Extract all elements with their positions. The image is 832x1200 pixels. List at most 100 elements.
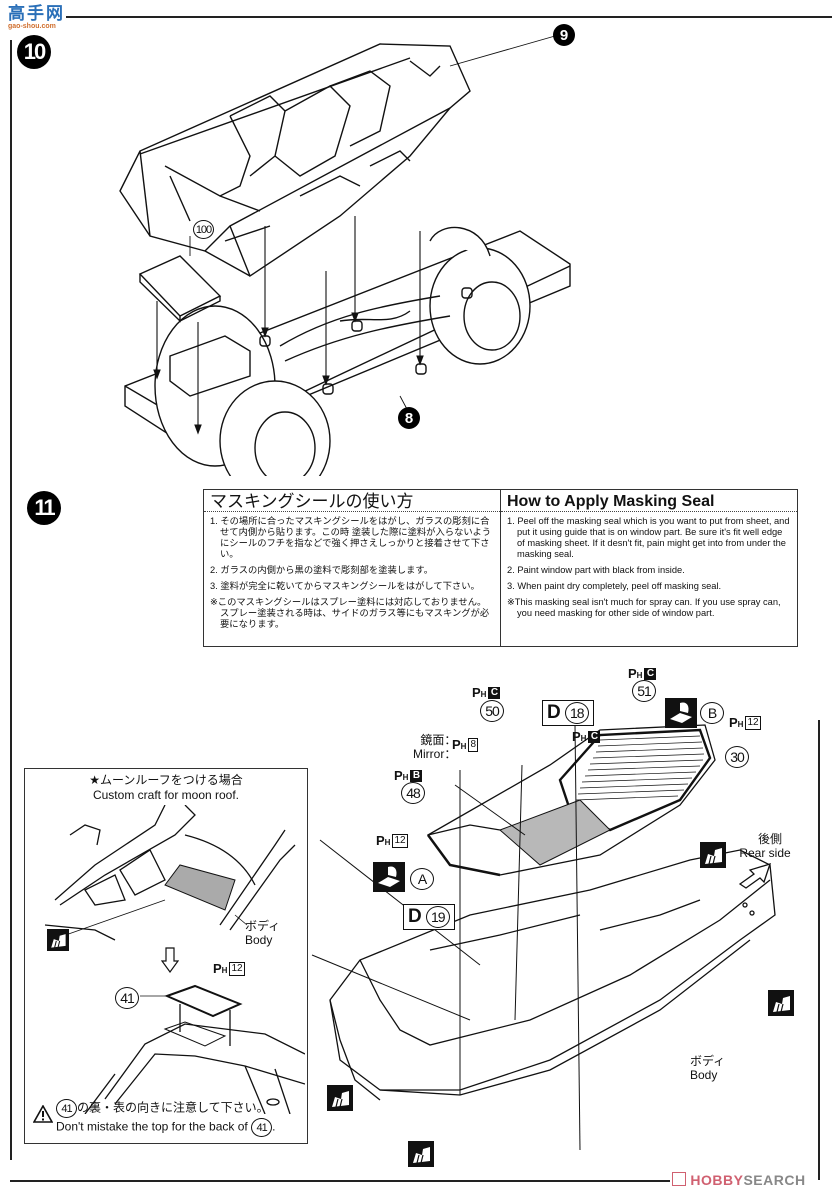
watermark-logo: 高手网 gao-shou.com: [8, 5, 68, 35]
black-paint-marker-icon: [327, 1085, 353, 1111]
moonroof-warning-jp-text: の裏・表の向きに注意して下さい。: [77, 1100, 269, 1115]
decal-number-text: 19: [430, 909, 446, 925]
leader-9: [449, 35, 556, 67]
guide-line: [311, 954, 471, 1021]
mirror-label-jp: 鏡面：: [420, 733, 457, 747]
instructions-jp-item: 1. その場所に合ったマスキングシールをはがし、ガラスの彫刻に合せて内側から貼り…: [210, 516, 492, 559]
masking-seal-icon: [373, 862, 405, 892]
paint-code: 12: [229, 961, 245, 976]
instructions-jp-item: 3. 塗料が完全に乾いてからマスキングシールをはがして下さい。: [210, 581, 480, 591]
warning-icon: [33, 1105, 53, 1123]
hobby-search-logo-icon: [672, 1172, 686, 1186]
instructions-en-title: How to Apply Masking Seal: [501, 490, 797, 512]
part-100-number: 100: [195, 223, 212, 236]
decal-number: 19: [425, 906, 450, 928]
step-11-illustration: [311, 724, 776, 1151]
moonroof-cutout-drawing: [44, 805, 296, 941]
down-arrow-icon: [161, 947, 179, 973]
hobby-search-watermark: HOBBYSEARCH: [672, 1172, 806, 1188]
part-41-number: 41: [120, 990, 135, 1006]
masking-seal-icon: [665, 698, 697, 728]
black-paint-marker-icon: [47, 929, 69, 951]
chassis-drawing: [124, 225, 571, 476]
part-50-callout: 50: [480, 700, 504, 722]
part-100-callout: 100: [193, 220, 214, 239]
instructions-japanese: マスキングシールの使い方 1. その場所に合ったマスキングシールをはがし、ガラス…: [204, 490, 500, 646]
watermark-logo-text: 高手网: [8, 4, 65, 23]
masking-seal-b-callout: B: [700, 702, 724, 724]
step-11-badge: 11: [27, 491, 61, 525]
instructions-en-item: 1. Peel off the masking seal which is yo…: [507, 516, 790, 559]
moonroof-warning-en-text: Don't mistake the top for the back of: [56, 1119, 248, 1134]
part-41-callout: 41: [115, 987, 139, 1009]
mirror-label: 鏡面： Mirror：: [413, 733, 456, 761]
watermark-brand-b: SEARCH: [743, 1172, 806, 1188]
interior-tub-drawing: [119, 43, 471, 278]
body-label-jp: ボディ: [690, 1054, 726, 1068]
black-paint-marker-icon: [700, 842, 726, 868]
paint-code: C: [588, 730, 601, 743]
assembly-guide-lines: [153, 216, 424, 435]
top-rule: [66, 16, 832, 18]
part-30-callout: 30: [725, 746, 749, 768]
part-51-number: 51: [637, 683, 652, 699]
moonroof-install-drawing: [84, 984, 305, 1114]
moonroof-body-label: ボディ Body: [245, 919, 280, 947]
car-body-drawing: [329, 849, 776, 1101]
guide-line: [454, 784, 526, 836]
instructions-en-item: 3. When paint dry completely, peel off m…: [507, 581, 722, 591]
paint-code: 8: [468, 737, 479, 752]
moonroof-title: ★ムーンルーフをつける場合 Custom craft for moon roof…: [25, 773, 307, 803]
rear-direction-arrow-icon: [738, 863, 772, 889]
battery-cover-drawing: [138, 255, 222, 323]
paint-code: B: [410, 769, 423, 782]
masking-seal-letter: A: [417, 871, 427, 887]
part-48-number: 48: [406, 785, 421, 801]
decal-sheet-letter: D: [408, 906, 422, 927]
part-50-number: 50: [485, 703, 500, 719]
part-9-badge: 9: [553, 24, 575, 46]
body-label-en: Body: [690, 1068, 718, 1082]
moonroof-warning-en: Don't mistake the top for the back of 41…: [56, 1118, 275, 1137]
moonroof-body-label-jp: ボディ: [245, 919, 281, 933]
rear-side-jp: 後側: [757, 832, 782, 846]
instructions-jp-title: マスキングシールの使い方: [204, 490, 500, 512]
rear-side-label: 後側 Rear side: [739, 832, 795, 860]
paint-code: 12: [392, 833, 408, 848]
masking-seal-instructions: マスキングシールの使い方 1. その場所に合ったマスキングシールをはがし、ガラス…: [203, 489, 798, 647]
part-51-callout: 51: [632, 680, 656, 702]
masking-seal-a-callout: A: [410, 868, 434, 890]
part-8-badge: 8: [398, 407, 420, 429]
masking-seal-letter: B: [707, 705, 717, 721]
paint-code: C: [644, 667, 657, 680]
instructions-jp-note: ※このマスキングシールはスプレー塗料には対応しておりません。スプレー塗装される時…: [210, 597, 490, 629]
black-paint-marker-icon: [408, 1141, 434, 1167]
part-30-number: 30: [730, 749, 745, 765]
instructions-english: How to Apply Masking Seal 1. Peel off th…: [500, 490, 797, 646]
rear-side-en: Rear side: [739, 846, 791, 860]
window-part-drawing: [426, 724, 716, 877]
part-48-callout: 48: [401, 782, 425, 804]
guide-line: [319, 839, 481, 966]
instructions-en-note: ※This masking seal isn't much for spray …: [507, 597, 781, 618]
paint-code: 12: [745, 715, 761, 730]
right-rule: [818, 720, 820, 1180]
mirror-label-en: Mirror：: [413, 747, 457, 761]
body-label: ボディ Body: [690, 1054, 725, 1082]
guide-line: [514, 764, 523, 1021]
step-10-badge: 10: [17, 35, 51, 69]
guide-line: [574, 724, 581, 1151]
decal-number-text: 18: [569, 705, 585, 721]
decal-number: 18: [564, 702, 589, 724]
step-10-illustration: [119, 35, 571, 476]
instructions-en-item: 2. Paint window part with black from ins…: [507, 565, 685, 575]
left-rule: [10, 40, 12, 1160]
